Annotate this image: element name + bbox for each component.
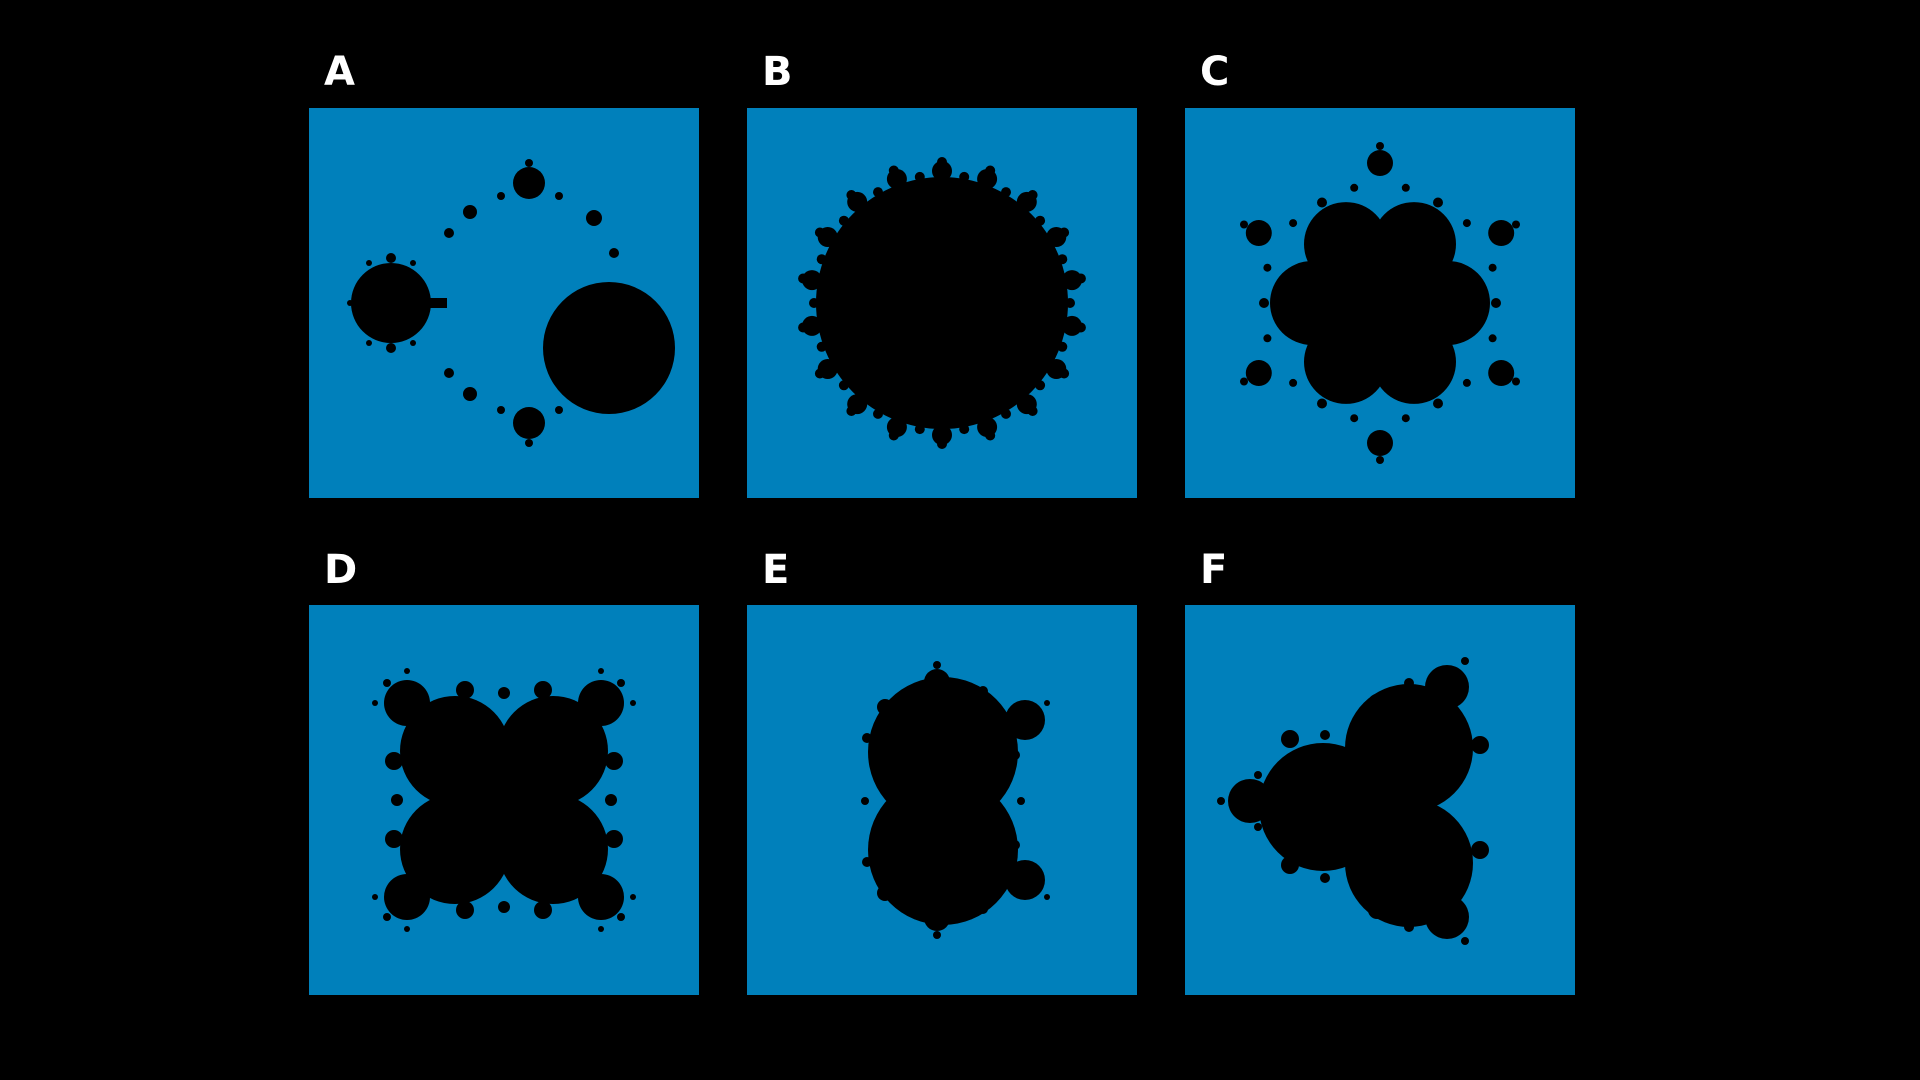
- fractal-image-e: [747, 605, 1137, 995]
- fractal-panel-d: [309, 605, 699, 995]
- fractal-image-d: [309, 605, 699, 995]
- panel-label-c: C: [1200, 49, 1230, 95]
- fractal-image-c: [1185, 108, 1575, 498]
- fractal-panel-b: [747, 108, 1137, 498]
- panel-label-b: B: [762, 49, 793, 95]
- panel-label-d: D: [324, 547, 358, 593]
- fractal-panel-e: [747, 605, 1137, 995]
- fractal-image-a: [309, 108, 699, 498]
- panel-label-e: E: [762, 547, 790, 593]
- fractal-image-b: [747, 108, 1137, 498]
- fractal-image-f: [1185, 605, 1575, 995]
- fractal-panel-f: [1185, 605, 1575, 995]
- fractal-panel-a: [309, 108, 699, 498]
- panel-label-a: A: [324, 49, 355, 95]
- panel-label-f: F: [1200, 547, 1228, 593]
- fractal-panel-c: [1185, 108, 1575, 498]
